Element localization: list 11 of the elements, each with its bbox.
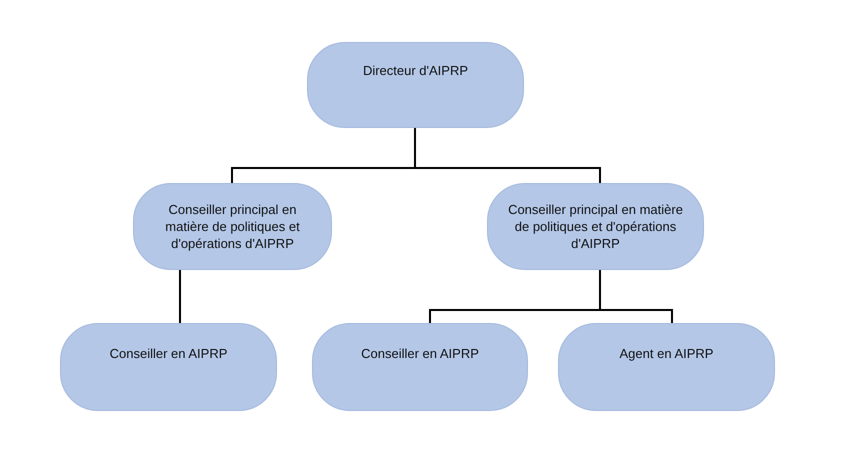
connector-line: [179, 270, 181, 324]
role-box: [312, 323, 528, 411]
role-title: Directeur d'AIPRP: [362, 62, 468, 78]
role-title: Conseiller principal en matière de politiques et d'opérations d'AIPRP: [164, 201, 301, 252]
role-title: Conseiller principal en matière de politiques et d'opérations d'AIPRP: [507, 201, 684, 252]
role-title: Agent en AIPRP: [620, 344, 714, 362]
role-box: [558, 323, 775, 411]
role-box: [60, 323, 277, 411]
role-title: Conseiller en AIPRP: [361, 344, 479, 362]
role-title: Conseiller en AIPRP: [110, 344, 228, 362]
connector-line: [414, 128, 601, 183]
